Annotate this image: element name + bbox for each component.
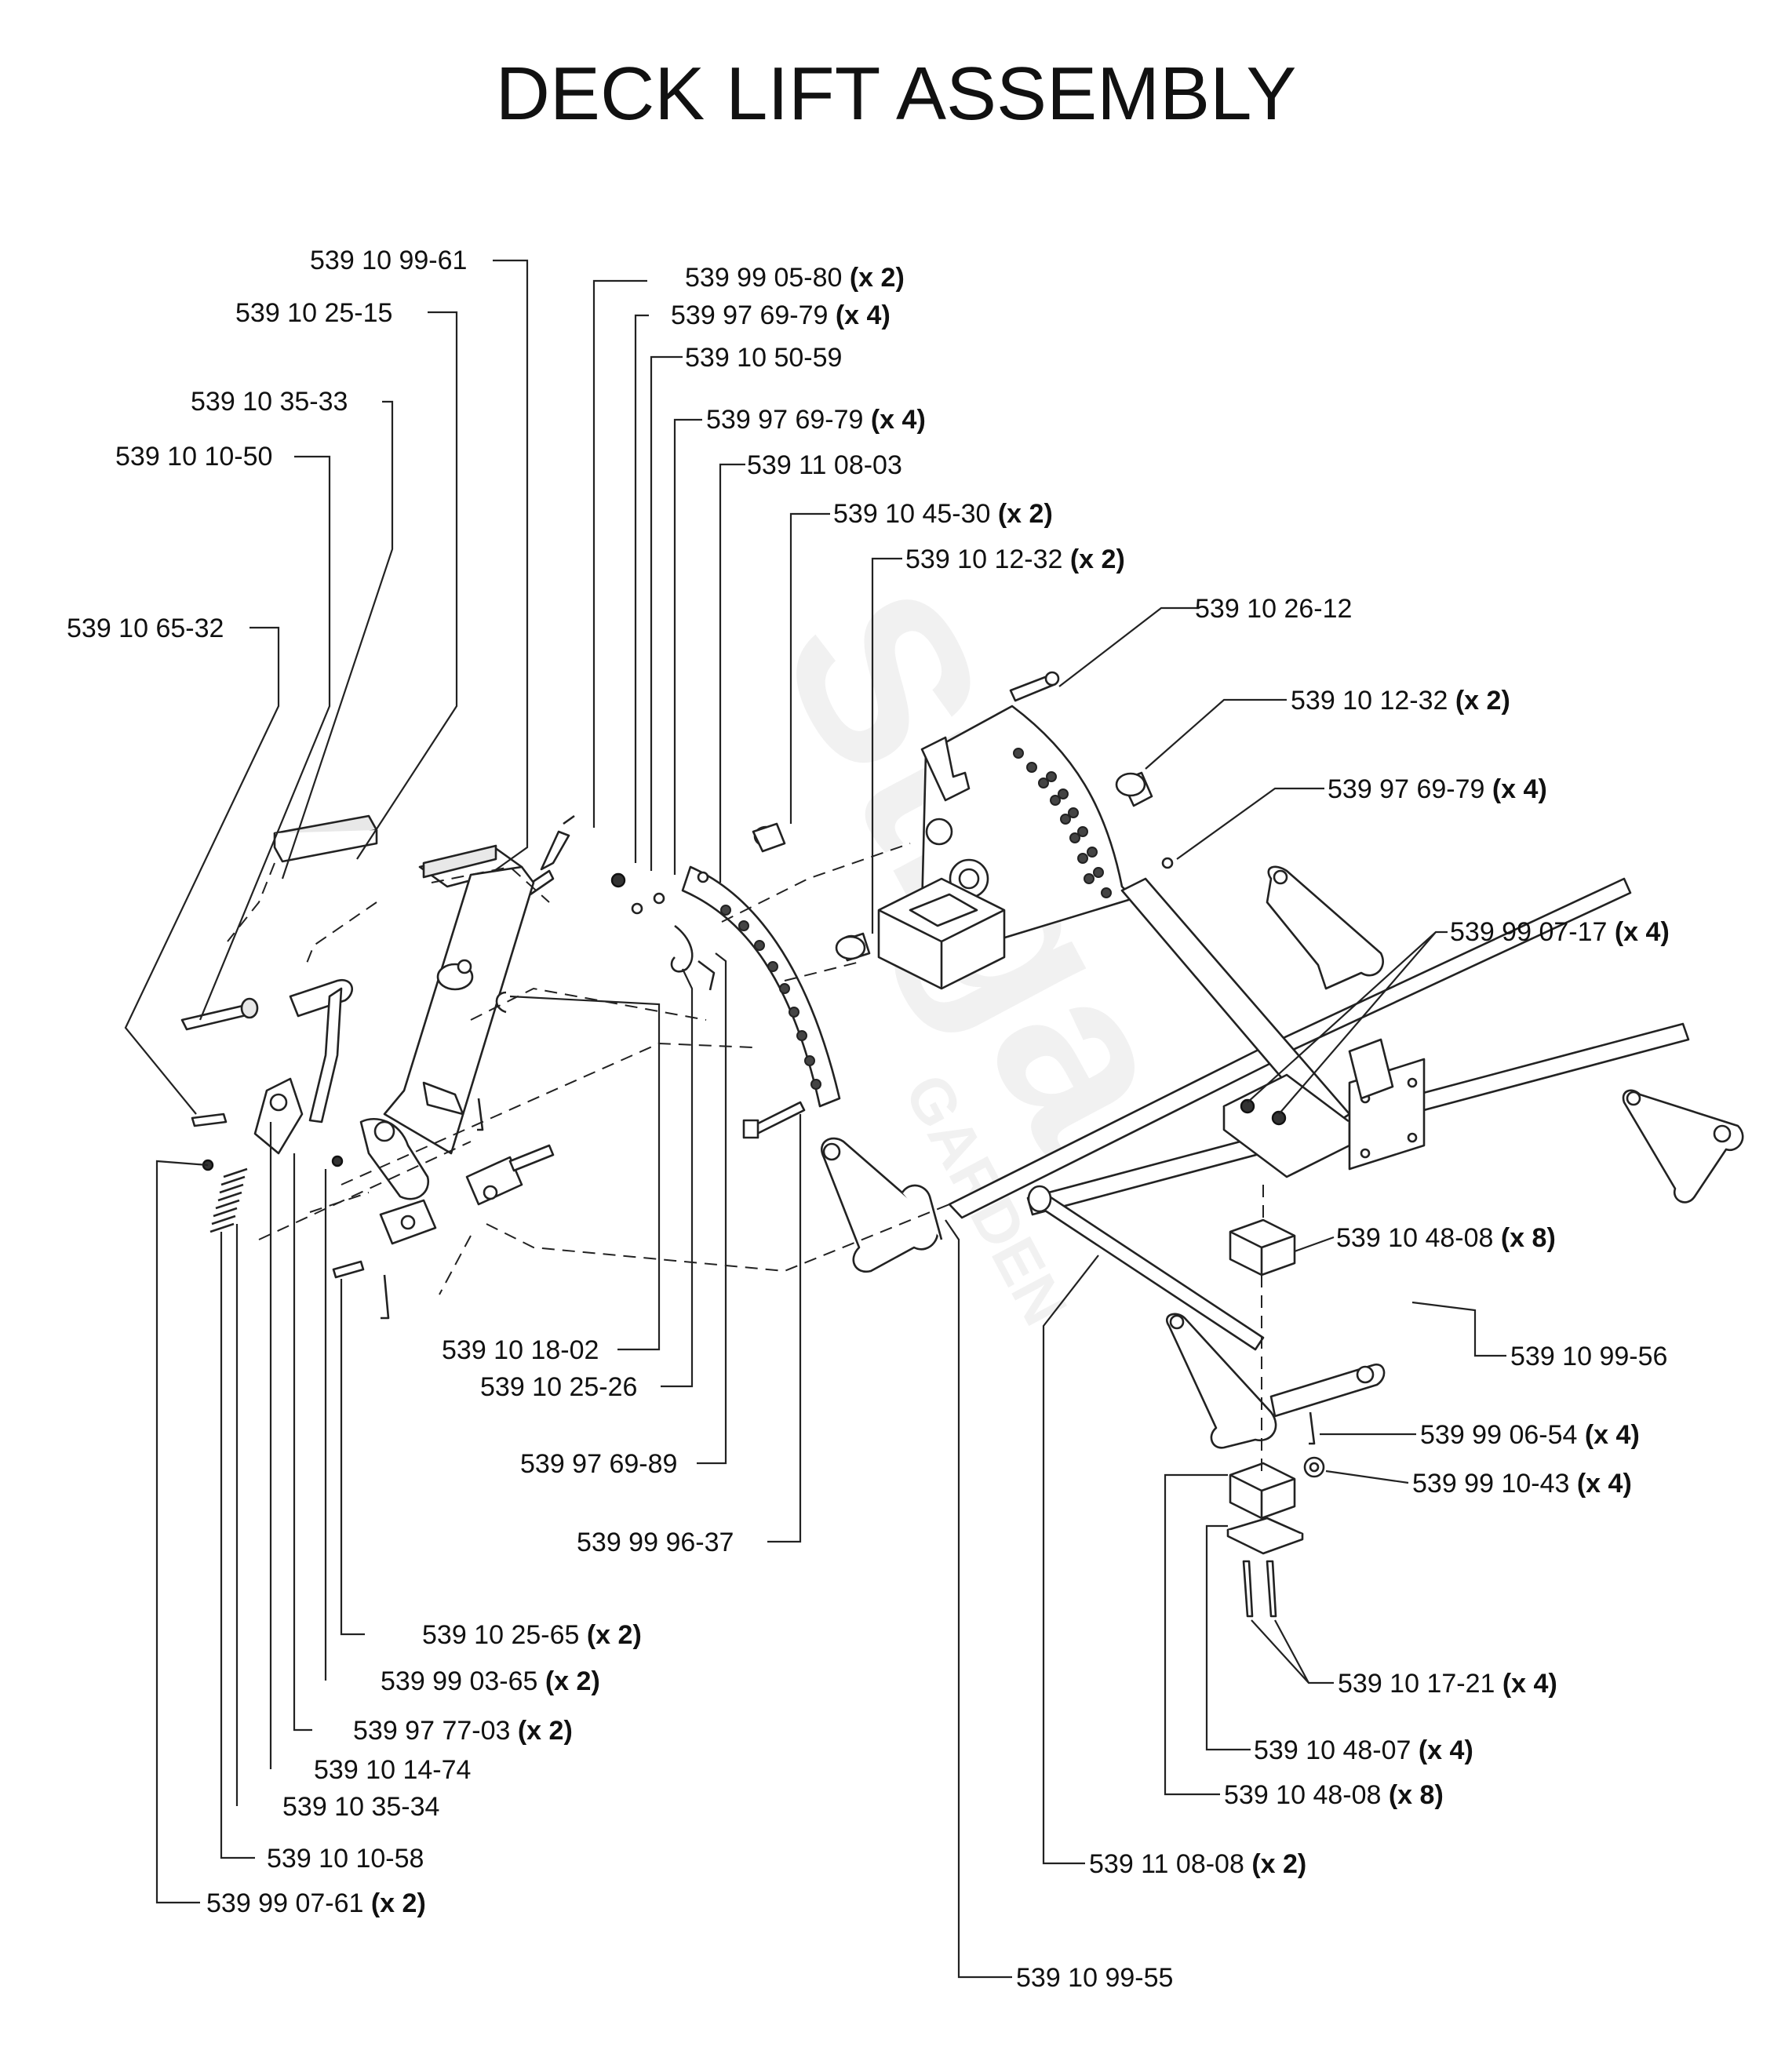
clevis-pins — [331, 1098, 555, 1320]
callout-label: 539 10 25-15 — [235, 298, 392, 328]
bushings — [752, 771, 1174, 962]
return-spring — [202, 1159, 248, 1233]
callout-label: 539 10 35-33 — [191, 387, 348, 417]
center-bracket — [877, 877, 1006, 990]
far-right-lift-arm — [1622, 1089, 1744, 1204]
callout-label: 539 10 45-30 (x 2) — [833, 499, 1053, 529]
c-clip — [495, 991, 507, 1014]
callout-label: 539 10 99-56 — [1510, 1342, 1667, 1371]
callout-label: 539 99 06-54 (x 4) — [1420, 1420, 1640, 1450]
callout-label: 539 10 25-26 — [480, 1372, 637, 1402]
callout-label: 539 10 18-02 — [442, 1335, 599, 1365]
callout-label: 539 99 96-37 — [577, 1528, 734, 1557]
callout-label: 539 10 48-07 (x 4) — [1254, 1735, 1473, 1765]
callout-label: 539 10 65-32 — [67, 614, 224, 643]
callout-label: 539 97 69-79 (x 4) — [671, 300, 891, 330]
callout-label: 539 10 99-61 — [310, 246, 467, 275]
callout-label: 539 99 07-17 (x 4) — [1450, 917, 1670, 947]
callout-label: 539 10 17-21 (x 4) — [1338, 1669, 1557, 1699]
callout-label: 539 99 10-43 (x 4) — [1412, 1469, 1632, 1499]
lower-lift-arm — [1166, 1313, 1386, 1449]
assembly-dashed-lines — [227, 843, 1264, 1475]
callout-label: 539 97 69-79 (x 4) — [1328, 774, 1547, 804]
callout-label: 539 10 48-08 (x 8) — [1224, 1780, 1444, 1810]
side-plate — [920, 705, 1135, 955]
callout-label: 539 99 03-65 (x 2) — [381, 1666, 600, 1696]
callout-label: 539 10 10-58 — [267, 1844, 424, 1874]
small-hardware-top — [524, 814, 716, 991]
parts-drawing — [180, 671, 1744, 1618]
upper-lift-arm — [1266, 865, 1384, 990]
callout-label: 539 11 08-03 — [747, 450, 902, 480]
callout-label: 539 10 25-65 (x 2) — [422, 1620, 642, 1650]
callout-label: 539 10 12-32 (x 2) — [905, 544, 1125, 574]
callout-label: 539 97 77-03 (x 2) — [353, 1716, 573, 1746]
page-title: DECK LIFT ASSEMBLY — [496, 52, 1297, 136]
quadrant-holes — [720, 905, 821, 1090]
callout-label: 539 97 69-79 (x 4) — [706, 405, 926, 435]
callout-label: 539 10 12-32 (x 2) — [1291, 686, 1510, 716]
callout-label: 539 99 07-61 (x 2) — [206, 1888, 426, 1918]
front-lift-arm — [821, 1137, 943, 1273]
leader-lines — [124, 259, 1506, 1979]
callout-label: 539 10 35-34 — [282, 1792, 439, 1822]
callout-label: 539 97 69-89 — [520, 1449, 677, 1479]
saddle-blocks — [1226, 1218, 1304, 1618]
bolt — [742, 1101, 806, 1139]
washer-pin — [1303, 1411, 1325, 1478]
callout-label: 539 11 08-08 (x 2) — [1089, 1849, 1306, 1879]
callout-label: 539 10 26-12 — [1195, 594, 1352, 624]
callout-label: 539 10 99-55 — [1016, 1963, 1173, 1993]
callout-label: 539 99 05-80 (x 2) — [685, 263, 905, 293]
callout-label: 539 10 10-50 — [115, 442, 272, 472]
callout-labels: 539 10 99-61 539 10 25-15 539 10 35-33 5… — [67, 246, 1670, 1993]
release-linkage — [180, 978, 353, 1155]
side-plate-holes — [1013, 748, 1112, 898]
callout-label: 539 10 50-59 — [685, 343, 842, 373]
pedal-arm — [359, 844, 535, 1200]
lift-link — [1027, 1185, 1265, 1351]
callout-label: 539 10 48-08 (x 8) — [1336, 1223, 1556, 1253]
callout-label: 539 10 14-74 — [314, 1755, 471, 1785]
